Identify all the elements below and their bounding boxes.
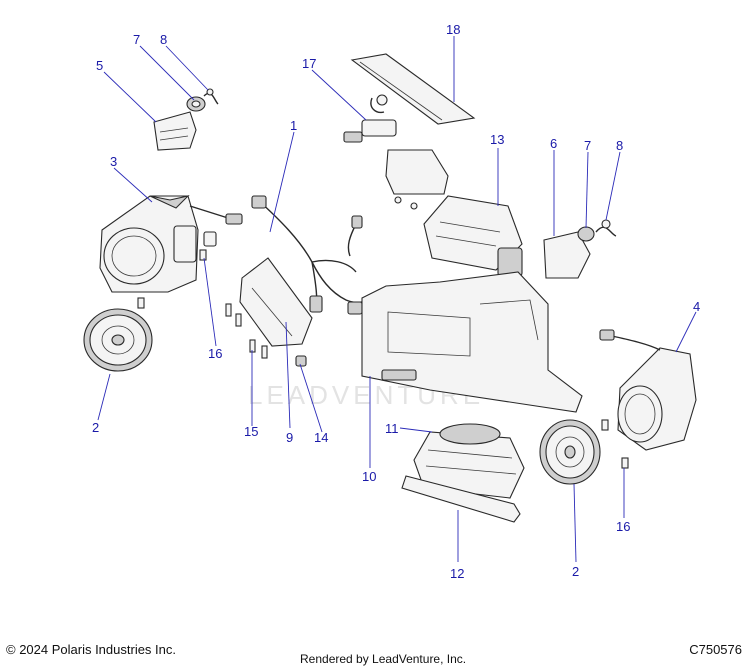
part-clip (295, 355, 307, 367)
part-tweeter-left (186, 88, 219, 112)
part-tweeter-pod-left (153, 111, 197, 151)
callout-13: 13 (490, 132, 504, 147)
leader-14 (299, 363, 323, 433)
figure-id-text: C750576 (689, 642, 742, 657)
copyright-text: © 2024 Polaris Industries Inc. (6, 642, 176, 657)
part-screws-right (601, 419, 629, 469)
callout-15: 15 (244, 424, 258, 439)
leader-1 (269, 131, 295, 233)
part-wiring-harness (251, 195, 381, 315)
leader-16a (203, 257, 217, 347)
callout-16: 16 (208, 346, 222, 361)
leader-3 (113, 167, 153, 203)
leader-2a (97, 373, 111, 421)
callout-8: 8 (616, 138, 623, 153)
callout-7: 7 (584, 138, 591, 153)
callout-5: 5 (96, 58, 103, 73)
callout-7: 7 (133, 32, 140, 47)
leader-8a (165, 45, 209, 91)
leader-11 (399, 427, 433, 433)
callout-9: 9 (286, 430, 293, 445)
callout-11: 11 (385, 421, 399, 436)
callout-3: 3 (110, 154, 117, 169)
part-speaker-right (539, 419, 601, 485)
callout-18: 18 (446, 22, 460, 37)
part-amplifier (385, 149, 523, 277)
part-screws-loose (225, 303, 268, 359)
callout-8: 8 (160, 32, 167, 47)
callout-12: 12 (450, 566, 464, 581)
callout-6: 6 (550, 136, 557, 151)
part-speaker-enclosure-left (99, 195, 243, 293)
leader-7a (139, 45, 195, 101)
part-center-grille (401, 475, 521, 523)
callout-1: 1 (290, 118, 297, 133)
callout-14: 14 (314, 430, 328, 445)
rendered-by-text: Rendered by LeadVenture, Inc. (300, 652, 467, 666)
part-speaker-left (83, 308, 153, 372)
leader-4 (675, 311, 697, 353)
part-speaker-enclosure-right (599, 329, 697, 451)
callout-10: 10 (362, 469, 376, 484)
callout-labels: 1 2 3 4 5 6 7 8 7 8 9 10 11 12 13 14 15 … (92, 22, 700, 581)
callout-2: 2 (572, 564, 579, 579)
callout-2: 2 (92, 420, 99, 435)
part-top-panel (350, 53, 476, 125)
part-center-console (361, 271, 583, 413)
part-tweeter-pod-right (543, 219, 617, 279)
leader-9 (285, 321, 291, 429)
callout-16: 16 (616, 519, 630, 534)
leader-5 (103, 71, 157, 123)
part-wiring-bracket (343, 94, 397, 143)
leader-17 (311, 69, 367, 121)
part-screws-left (137, 249, 207, 309)
leader-7b (585, 151, 589, 229)
leader-2b (573, 483, 577, 563)
leader-lines (97, 36, 697, 563)
part-amplifier-cover (239, 257, 313, 347)
callout-4: 4 (693, 299, 700, 314)
leader-8b (605, 151, 621, 221)
callout-17: 17 (302, 56, 316, 71)
